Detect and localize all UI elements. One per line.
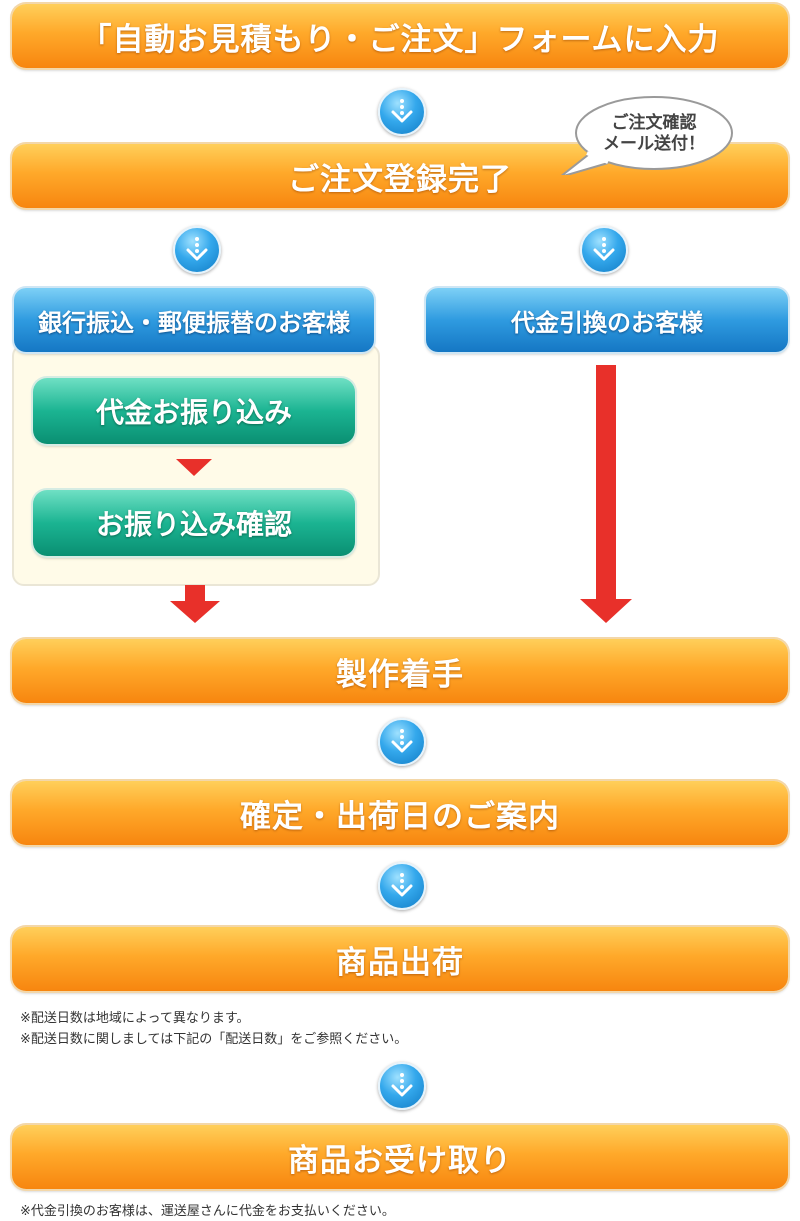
down-arrow-icon	[378, 718, 426, 766]
step-order-complete-label: ご注文登録完了	[288, 161, 512, 198]
down-arrow-icon	[173, 226, 221, 274]
branch-cod-label: 代金引換のお客様	[511, 308, 703, 337]
shipping-note-1: ※配送日数は地域によって異なります。	[20, 1011, 250, 1026]
red-arrow-icon	[170, 585, 220, 623]
step-form-input: 「自動お見積もり・ご注文」フォームに入力	[12, 4, 788, 68]
branch-bank-transfer: 銀行振込・郵便振替のお客様	[14, 288, 374, 352]
step-form-input-label: 「自動お見積もり・ご注文」フォームに入力	[80, 21, 720, 58]
step-payment-confirm: お振り込み確認	[33, 490, 355, 556]
small-down-triangle-icon	[176, 459, 212, 476]
step-payment-label: 代金お振り込み	[95, 396, 292, 429]
step-shipping: 商品出荷	[12, 927, 788, 991]
shipping-note-2: ※配送日数に関しましては下記の「配送日数」をご参照ください。	[20, 1032, 408, 1047]
step-payment-confirm-label: お振り込み確認	[95, 508, 292, 541]
email-notice-bubble: ご注文確認 メール送付！	[558, 95, 734, 175]
down-arrow-icon	[378, 862, 426, 910]
bubble-line1: ご注文確認	[611, 113, 697, 133]
branch-bank-label: 銀行振込・郵便振替のお客様	[38, 308, 350, 337]
bubble-line2: メール送付！	[603, 134, 705, 154]
down-arrow-icon	[378, 88, 426, 136]
step-shipping-label: 商品出荷	[336, 944, 464, 981]
red-long-arrow-icon	[580, 365, 632, 623]
down-arrow-icon	[378, 1062, 426, 1110]
step-ship-date-label: 確定・出荷日のご案内	[240, 798, 560, 835]
down-arrow-icon	[580, 226, 628, 274]
cod-payment-note: ※代金引換のお客様は、運送屋さんに代金をお支払いください。	[20, 1204, 395, 1219]
step-receipt: 商品お受け取り	[12, 1125, 788, 1189]
step-receipt-label: 商品お受け取り	[288, 1142, 512, 1179]
step-production-label: 製作着手	[336, 656, 464, 693]
branch-cod: 代金引換のお客様	[426, 288, 788, 352]
step-ship-date: 確定・出荷日のご案内	[12, 781, 788, 845]
step-payment-transfer: 代金お振り込み	[33, 378, 355, 444]
step-production: 製作着手	[12, 639, 788, 703]
